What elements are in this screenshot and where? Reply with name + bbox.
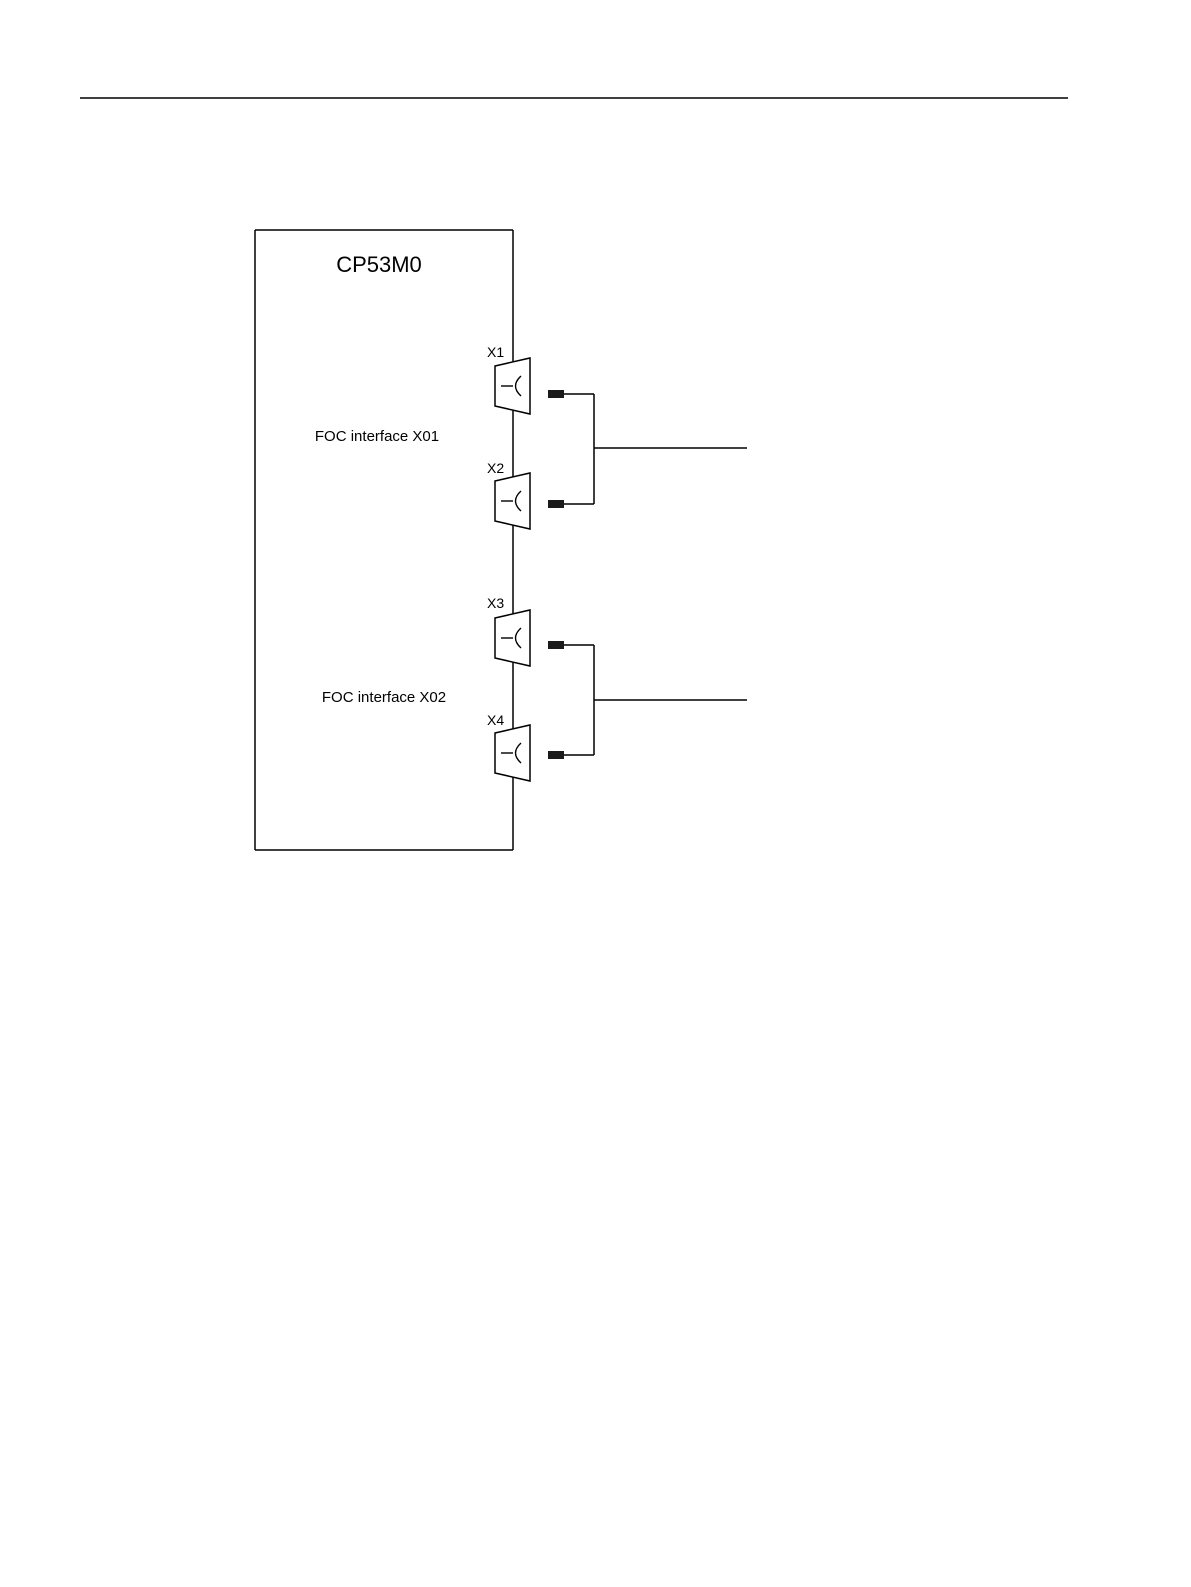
port-x2: X2 bbox=[487, 460, 564, 529]
fiber-plug-icon bbox=[548, 751, 564, 759]
fiber-cable-x02 bbox=[564, 645, 747, 755]
port-label-x3: X3 bbox=[487, 595, 504, 611]
port-label-x1: X1 bbox=[487, 344, 504, 360]
port-label-x4: X4 bbox=[487, 712, 504, 728]
port-label-x2: X2 bbox=[487, 460, 504, 476]
interface-label-x01: FOC interface X01 bbox=[315, 428, 439, 445]
module-title: CP53M0 bbox=[336, 252, 422, 277]
fiber-cable-x01 bbox=[564, 394, 747, 504]
interface-label-x02: FOC interface X02 bbox=[322, 689, 446, 706]
fiber-plug-icon bbox=[548, 500, 564, 508]
fiber-plug-icon bbox=[548, 390, 564, 398]
port-x3: X3 bbox=[487, 595, 564, 666]
port-x1: X1 bbox=[487, 344, 564, 414]
port-x4: X4 bbox=[487, 712, 564, 781]
fiber-plug-icon bbox=[548, 641, 564, 649]
module-box bbox=[255, 230, 513, 850]
